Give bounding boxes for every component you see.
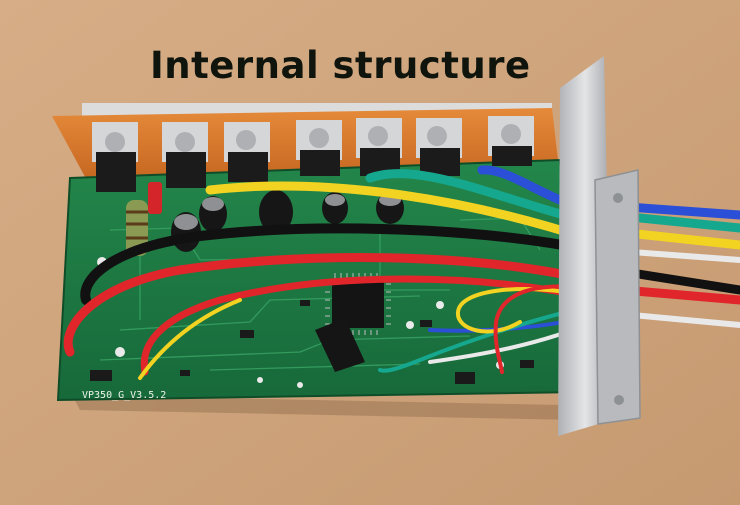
mosfet-row [92, 116, 534, 192]
caption-title: Internal structure [150, 44, 531, 87]
power-resistor [126, 200, 148, 256]
mounting-flange [594, 169, 641, 425]
board-silkscreen-label: VP350_G_V3.5.2 [82, 390, 167, 401]
